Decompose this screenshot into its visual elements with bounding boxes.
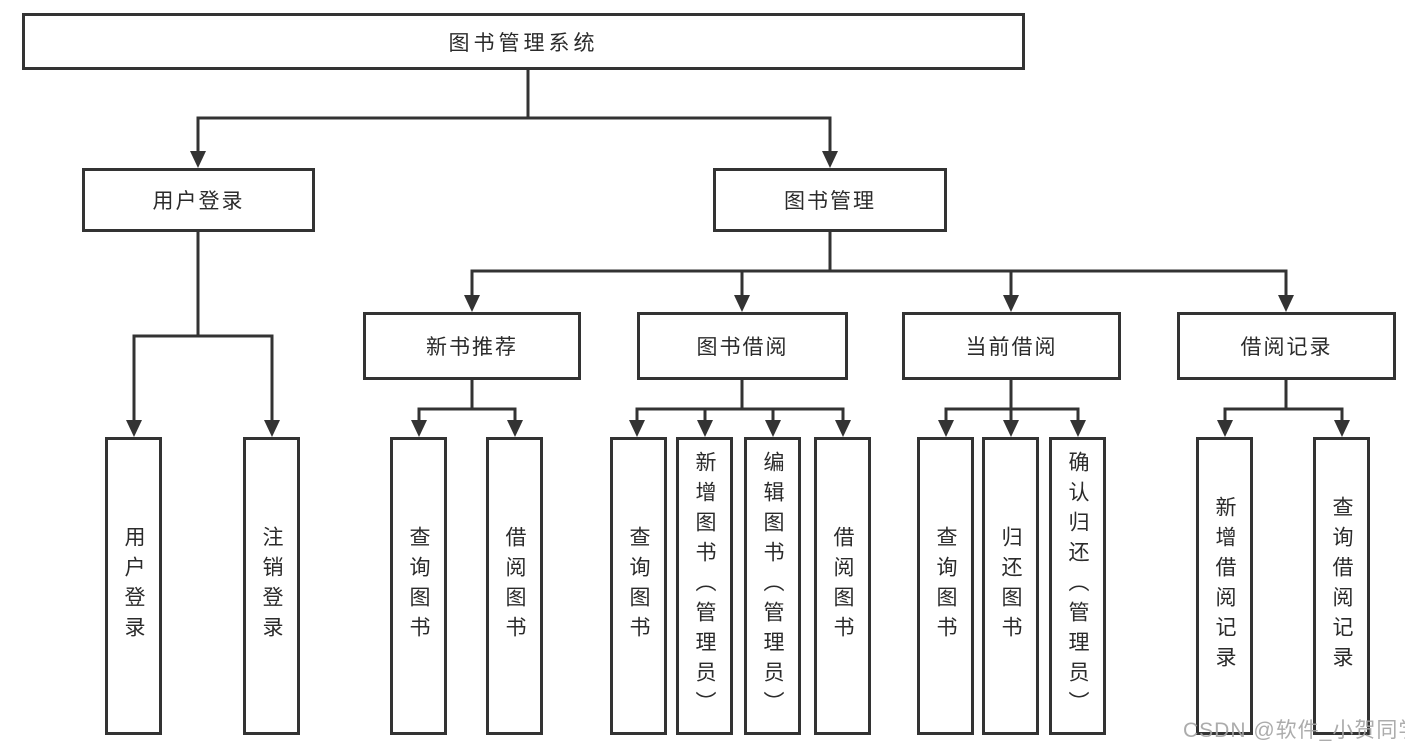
node-leaf-logout-label: 注销登录 [260, 526, 283, 646]
node-leaf-borrow-books-2-label: 借阅图书 [831, 526, 854, 646]
node-root-label: 图书管理系统 [448, 31, 599, 55]
node-borrow-records: 借阅记录 [1177, 312, 1396, 380]
node-borrow-records-label: 借阅记录 [1240, 336, 1333, 359]
node-current-borrow: 当前借阅 [902, 312, 1121, 380]
node-leaf-edit-books-admin: 编辑图书（管理员） [744, 437, 801, 735]
csdn-watermark: CSDN @软件_小贺同学 [1183, 719, 1405, 742]
node-leaf-query-books-3: 查询图书 [917, 437, 974, 735]
node-leaf-confirm-return-admin-label: 确认归还（管理员） [1066, 451, 1089, 721]
node-leaf-borrow-books-1: 借阅图书 [486, 437, 543, 735]
node-book-management-label: 图书管理 [784, 190, 876, 213]
node-leaf-query-borrow-record-label: 查询借阅记录 [1330, 496, 1353, 676]
node-leaf-logout: 注销登录 [243, 437, 300, 735]
node-leaf-add-books-admin-label: 新增图书（管理员） [693, 451, 716, 721]
node-leaf-query-books-1: 查询图书 [390, 437, 447, 735]
node-leaf-return-books-label: 归还图书 [999, 526, 1022, 646]
node-leaf-confirm-return-admin: 确认归还（管理员） [1049, 437, 1106, 735]
node-leaf-query-books-3-label: 查询图书 [934, 526, 957, 646]
node-leaf-edit-books-admin-label: 编辑图书（管理员） [761, 451, 784, 721]
node-leaf-return-books: 归还图书 [982, 437, 1039, 735]
node-leaf-user-login: 用户登录 [105, 437, 162, 735]
node-leaf-add-borrow-record-label: 新增借阅记录 [1213, 496, 1236, 676]
node-leaf-user-login-label: 用户登录 [122, 526, 145, 646]
node-book-borrow: 图书借阅 [637, 312, 848, 380]
node-new-book-recommend-label: 新书推荐 [426, 336, 518, 359]
node-current-borrow-label: 当前借阅 [965, 336, 1058, 359]
node-leaf-add-borrow-record: 新增借阅记录 [1196, 437, 1253, 735]
node-user-login-label: 用户登录 [152, 190, 245, 213]
node-user-login: 用户登录 [82, 168, 315, 232]
node-leaf-query-books-2: 查询图书 [610, 437, 667, 735]
node-leaf-query-books-1-label: 查询图书 [407, 526, 430, 646]
node-leaf-add-books-admin: 新增图书（管理员） [676, 437, 733, 735]
node-leaf-borrow-books-1-label: 借阅图书 [503, 526, 526, 646]
node-leaf-query-borrow-record: 查询借阅记录 [1313, 437, 1370, 735]
node-leaf-borrow-books-2: 借阅图书 [814, 437, 871, 735]
node-new-book-recommend: 新书推荐 [363, 312, 581, 380]
node-leaf-query-books-2-label: 查询图书 [627, 526, 650, 646]
node-root: 图书管理系统 [22, 13, 1025, 70]
node-book-management: 图书管理 [713, 168, 947, 232]
node-book-borrow-label: 图书借阅 [696, 336, 789, 359]
